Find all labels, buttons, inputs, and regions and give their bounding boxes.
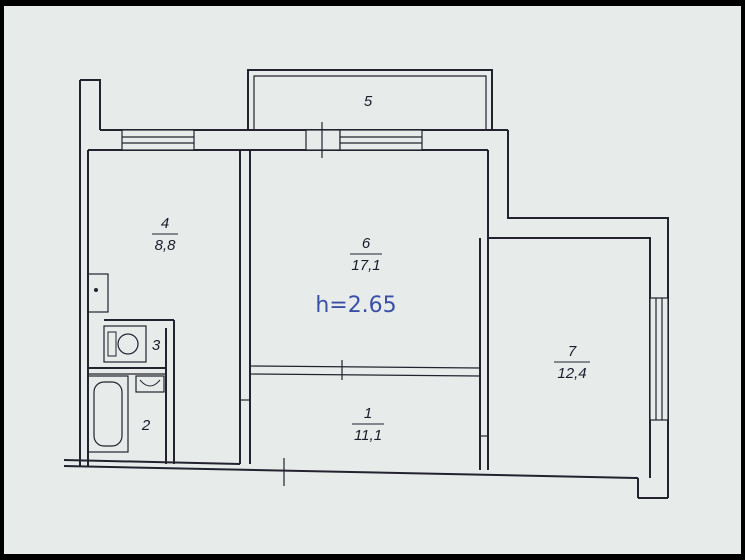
window-room-6 bbox=[339, 129, 423, 151]
interior-walls bbox=[88, 150, 489, 486]
bathtub-icon bbox=[87, 375, 129, 453]
toilet-icon bbox=[103, 325, 147, 363]
ceiling-height-label: h=2.65 bbox=[315, 293, 396, 318]
room-4-area: 8,8 bbox=[155, 237, 177, 254]
room-5-number: 5 bbox=[364, 93, 373, 110]
room-6-number: 6 bbox=[362, 235, 371, 252]
room-4-number: 4 bbox=[161, 215, 169, 232]
windows bbox=[121, 122, 669, 421]
paper-background bbox=[4, 6, 741, 554]
window-room-7 bbox=[649, 297, 669, 421]
room-6-area: 17,1 bbox=[351, 257, 380, 274]
room-7-area: 12,4 bbox=[557, 365, 586, 382]
room-2-number: 2 bbox=[141, 417, 151, 434]
kitchen-sink-icon bbox=[87, 273, 109, 313]
room-3-number: 3 bbox=[152, 337, 161, 354]
window-room-4 bbox=[121, 129, 195, 151]
room-7-number: 7 bbox=[568, 343, 577, 360]
washbasin-icon bbox=[135, 375, 165, 393]
fixtures bbox=[87, 273, 165, 453]
balcony bbox=[247, 69, 493, 131]
room-1-number: 1 bbox=[364, 405, 372, 422]
room-1-area: 11,1 bbox=[354, 427, 382, 444]
